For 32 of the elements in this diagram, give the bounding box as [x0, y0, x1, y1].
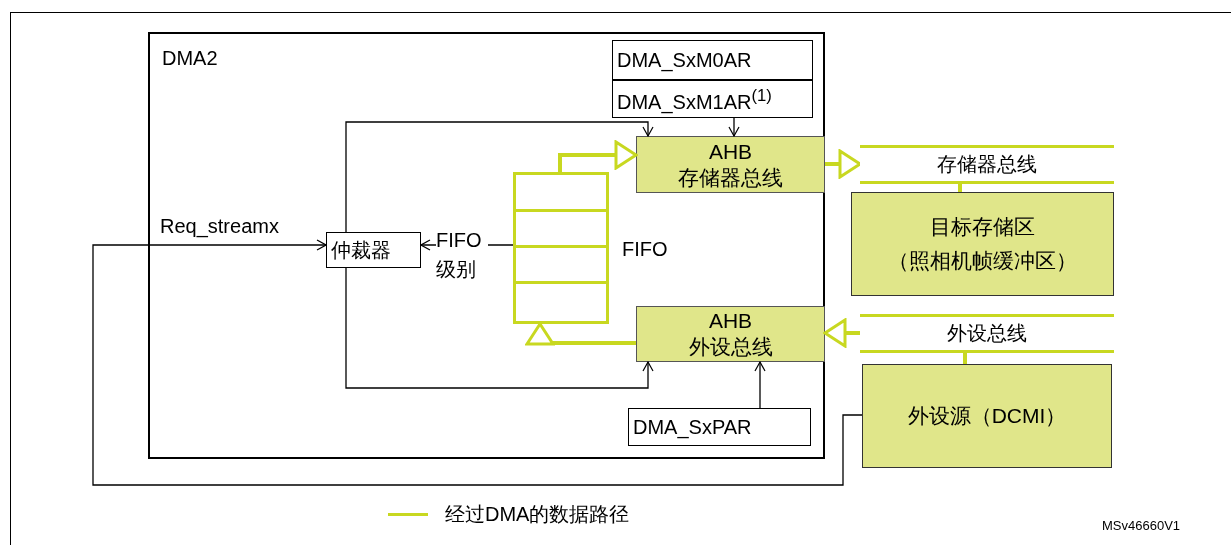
memory-box	[851, 192, 1114, 296]
bus-interface-box	[636, 136, 825, 193]
box-label: 目标存储区（照相机帧缓冲区）	[887, 214, 1078, 274]
legend-text: 经过DMA的数据路径	[445, 502, 630, 527]
box-label: 仲裁器	[331, 237, 391, 263]
register-box	[612, 40, 813, 80]
arrow	[754, 361, 766, 409]
controller-frame	[148, 32, 825, 459]
box-label: 外设源（DCMI）	[907, 403, 1067, 429]
data-path-arrow	[525, 322, 636, 346]
data-path-arrow	[825, 149, 862, 179]
bus-interface-box	[636, 306, 825, 362]
frame-title: DMA2	[162, 46, 218, 71]
arrow	[345, 267, 654, 389]
arrow	[92, 239, 863, 486]
memory-box	[862, 364, 1112, 468]
box-label: AHB 存储器总线	[677, 138, 784, 191]
box-label: AHB 外设总线	[687, 308, 774, 360]
side-label: FIFO	[622, 237, 668, 262]
arrow	[345, 121, 654, 233]
box-label: DMA_SxM0AR	[617, 47, 752, 73]
register-box	[326, 232, 421, 268]
bus-label: 存储器总线	[937, 152, 1037, 177]
box-label: DMA_SxM1AR$^{(1)}$	[617, 85, 772, 115]
data-path-arrow	[823, 318, 860, 348]
box-label: DMA_SxPAR	[633, 414, 752, 440]
bus-label: 外设总线	[947, 321, 1027, 346]
data-path-arrow	[558, 140, 638, 172]
register-box	[628, 408, 811, 446]
figure-id: MSv46660V1	[1102, 518, 1181, 533]
arrow	[728, 117, 740, 137]
register-box	[612, 80, 813, 118]
